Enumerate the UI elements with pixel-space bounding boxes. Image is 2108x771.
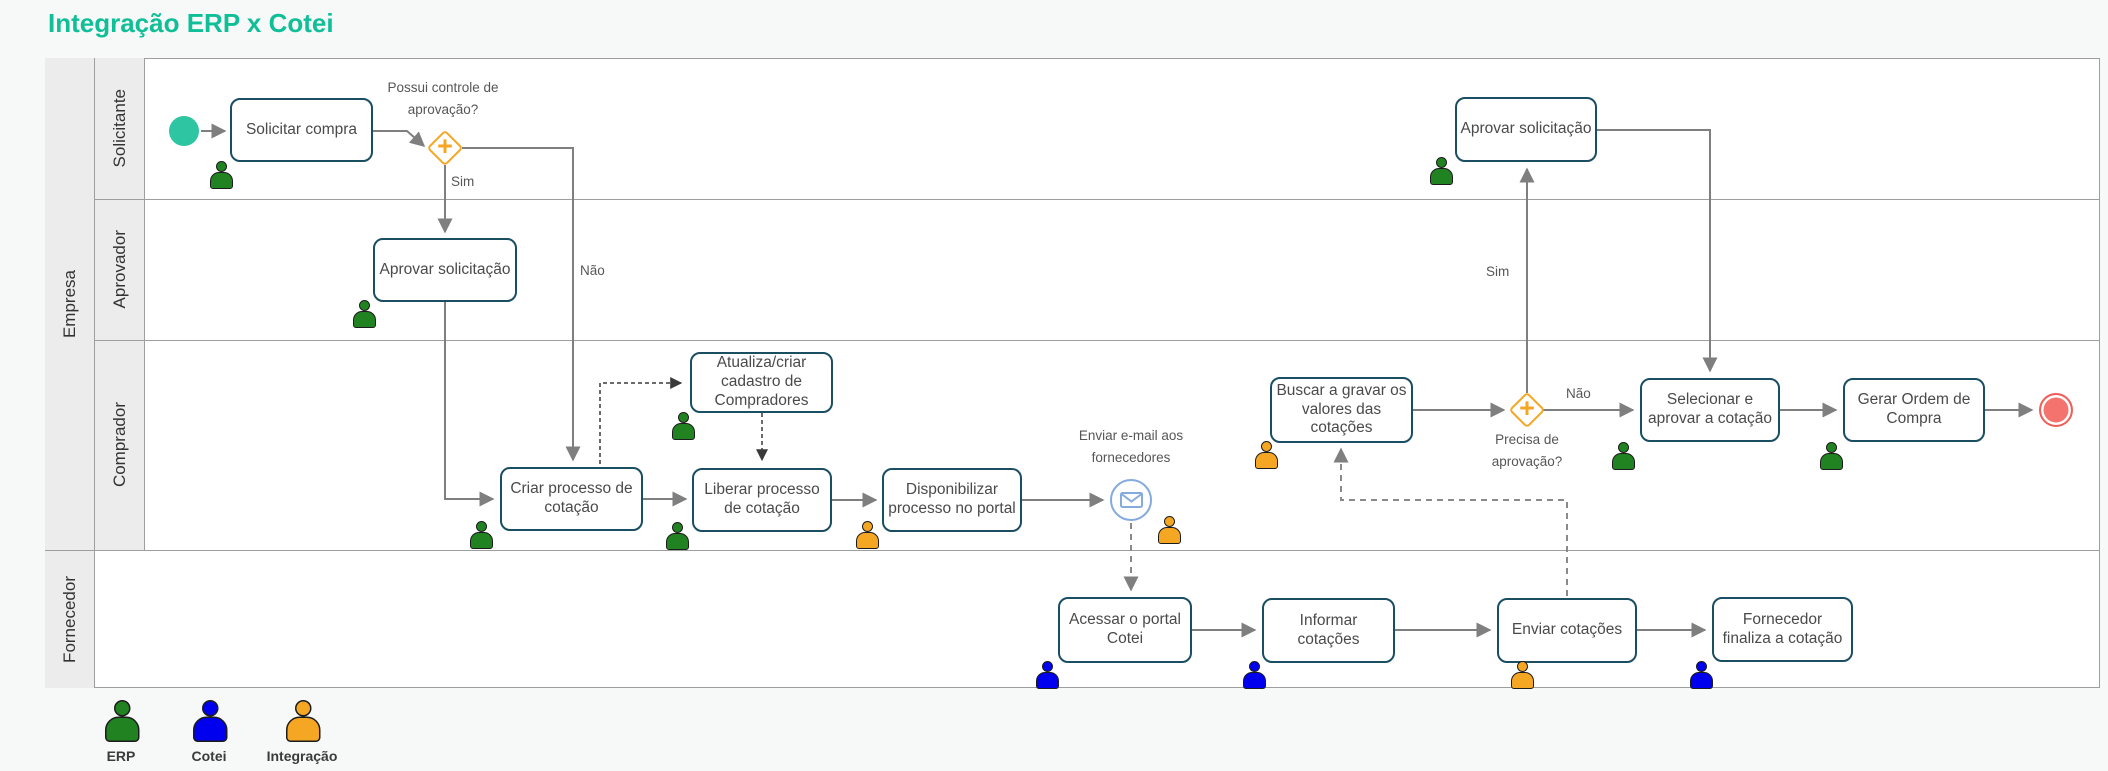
pool-label-empresa: Empresa — [45, 58, 95, 550]
email-event[interactable] — [1110, 479, 1152, 521]
lane-label-fornecedor: Fornecedor — [45, 550, 95, 688]
flow-solicitar-to-gateway1 — [373, 130, 426, 147]
legend-label-erp: ERP — [106, 748, 136, 764]
person-icon-integracao — [1158, 516, 1181, 544]
lane-divider — [95, 340, 2100, 341]
gateway1-yes-label: Sim — [451, 174, 475, 189]
task-label: Atualiza/criar cadastro de Compradores — [714, 354, 809, 409]
gateway-precisa-aprovacao[interactable]: + — [1508, 391, 1546, 429]
flow-aprovar2-to-selecionar — [1597, 129, 1718, 373]
task-selecionar-aprovar[interactable]: Selecionar e aprovar a cotação — [1640, 378, 1780, 442]
gateway-possui-controle[interactable]: + — [426, 129, 464, 167]
start-event[interactable] — [169, 116, 199, 146]
flow-enviar-to-buscar-dashed — [1333, 447, 1568, 596]
lane-label-solicitante: Solicitante — [95, 58, 145, 199]
legend-label-cotei: Cotei — [191, 748, 227, 764]
person-icon-cotei — [1036, 661, 1059, 689]
person-icon-erp — [1430, 157, 1453, 185]
lane-label-aprovador: Aprovador — [95, 199, 145, 340]
task-liberar-processo[interactable]: Liberar processo de cotação — [692, 468, 832, 532]
person-icon-erp — [1612, 442, 1635, 470]
flow-aprovar-to-criar — [444, 302, 495, 507]
person-icon-cotei — [1243, 661, 1266, 689]
task-gerar-ordem[interactable]: Gerar Ordem de Compra — [1843, 378, 1985, 442]
flow-gateway1-nao-to-criar — [462, 147, 581, 462]
task-fornecedor-finaliza[interactable]: Fornecedor finaliza a cotação — [1712, 597, 1853, 662]
lane-divider — [95, 199, 2100, 200]
task-aprovar-solicitacao-2[interactable]: Aprovar solicitação — [1455, 97, 1597, 162]
task-informar-cotacoes[interactable]: Informar cotações — [1262, 598, 1395, 663]
task-solicitar-compra[interactable]: Solicitar compra — [230, 98, 373, 162]
task-label: Aprovar solicitação — [379, 260, 511, 278]
task-label: Buscar a gravar os valores das cotações — [1276, 381, 1407, 437]
end-event[interactable] — [2039, 393, 2073, 427]
gateway2-no-label: Não — [1566, 386, 1591, 401]
legend-person-icon-integracao — [286, 700, 321, 742]
lane-divider — [45, 550, 2100, 551]
person-icon-integracao — [856, 521, 879, 549]
task-label: Enviar cotações — [1511, 621, 1623, 639]
task-label: Aprovar solicitação — [1460, 120, 1592, 138]
legend-label-integracao: Integração — [266, 748, 338, 764]
task-label: Selecionar e aprovar a cotação — [1647, 391, 1773, 427]
flow-criar-to-atualiza-dashed — [599, 377, 683, 464]
person-icon-cotei — [1690, 661, 1713, 689]
pool-empresa — [45, 58, 2100, 688]
task-label: Criar processo de cotação — [510, 480, 633, 516]
plus-icon: + — [437, 131, 453, 161]
task-enviar-cotacoes[interactable]: Enviar cotações — [1497, 598, 1637, 663]
person-icon-erp — [672, 412, 695, 440]
task-label: Liberar processo de cotação — [704, 481, 820, 517]
person-icon-erp — [666, 522, 689, 550]
person-icon-erp — [210, 161, 233, 189]
task-label: Gerar Ordem de Compra — [1857, 391, 1971, 427]
plus-icon: + — [1519, 393, 1535, 423]
person-icon-erp — [353, 300, 376, 328]
gateway2-question-label: Precisa de aprovação? — [1491, 432, 1563, 469]
person-icon-integracao — [1255, 441, 1278, 469]
legend-person-icon-erp — [105, 700, 140, 742]
gateway1-question-label: Possui controle de aprovação? — [387, 80, 499, 117]
task-criar-processo[interactable]: Criar processo de cotação — [500, 467, 643, 531]
task-label: Solicitar compra — [245, 120, 358, 138]
task-label: Informar cotações — [1297, 611, 1360, 648]
task-aprovar-solicitacao-1[interactable]: Aprovar solicitação — [373, 238, 517, 302]
task-disponibilizar-portal[interactable]: Disponibilizar processo no portal — [882, 468, 1022, 532]
task-atualiza-cadastro[interactable]: Atualiza/criar cadastro de Compradores — [690, 352, 833, 413]
person-icon-erp — [470, 521, 493, 549]
task-acessar-portal[interactable]: Acessar o portal Cotei — [1058, 597, 1192, 663]
email-note-label: Enviar e-mail aos fornecedores — [1078, 428, 1184, 465]
person-icon-erp — [1820, 442, 1843, 470]
task-label: Acessar o portal Cotei — [1069, 611, 1181, 647]
legend-person-icon-cotei — [193, 700, 228, 742]
envelope-icon — [1119, 492, 1143, 508]
task-buscar-gravar-valores[interactable]: Buscar a gravar os valores das cotações — [1270, 377, 1413, 443]
gateway1-no-label: Não — [580, 263, 605, 278]
task-label: Fornecedor finaliza a cotação — [1722, 610, 1843, 647]
page-title: Integração ERP x Cotei — [48, 8, 334, 38]
person-icon-integracao — [1511, 661, 1534, 689]
task-label: Disponibilizar processo no portal — [888, 481, 1016, 517]
gateway2-yes-label: Sim — [1486, 264, 1510, 279]
lane-label-comprador: Comprador — [95, 340, 145, 550]
